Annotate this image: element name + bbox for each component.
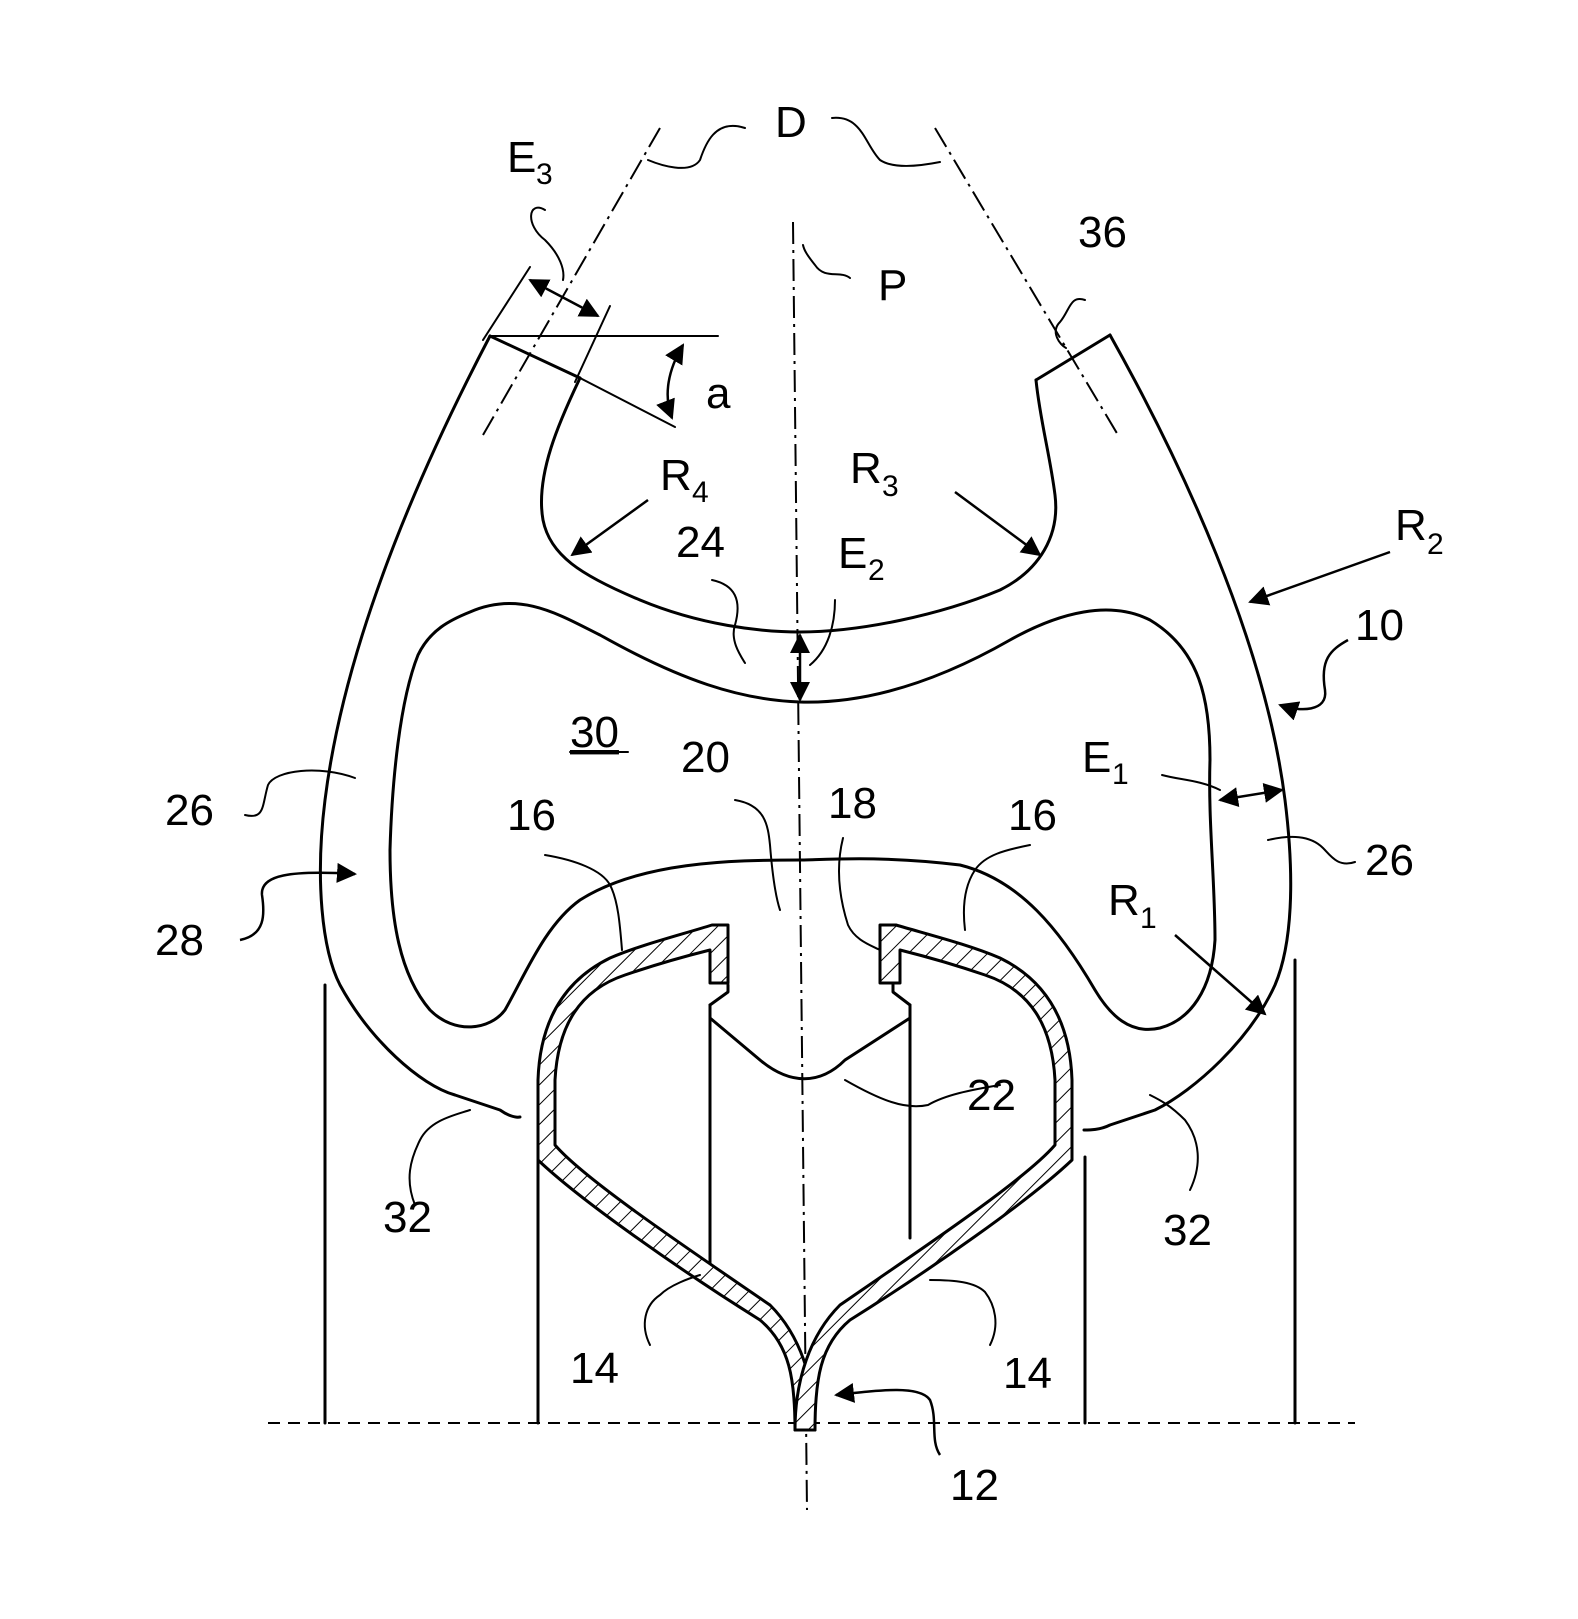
r4-arrow (572, 500, 648, 555)
label-36: 36 (1078, 208, 1127, 257)
a-arrow (668, 345, 683, 418)
label-18: 18 (828, 779, 877, 828)
label-p: P (878, 261, 907, 310)
label-32-right: 32 (1163, 1206, 1212, 1255)
label-14-right: 14 (1003, 1349, 1052, 1398)
label-r1: R (1108, 876, 1140, 925)
label-r1-sub: 1 (1140, 902, 1157, 935)
label-r3-sub: 3 (882, 470, 899, 503)
label-32-left: 32 (383, 1193, 432, 1242)
tyre-body (320, 335, 1290, 1130)
label-e3: E (507, 133, 536, 182)
draft-line-right (935, 128, 1118, 435)
label-10: 10 (1355, 601, 1404, 650)
central-block (710, 985, 910, 1079)
label-r2-sub: 2 (1427, 528, 1444, 561)
arrow-28 (240, 873, 355, 940)
label-r4-sub: 4 (692, 476, 709, 509)
label-20: 20 (681, 733, 730, 782)
top-cut-left (490, 336, 580, 378)
r3-arrow (955, 492, 1040, 555)
e1-arrow (1220, 790, 1282, 800)
construction-lines (268, 128, 1355, 1510)
arrow-10 (1280, 640, 1348, 709)
outer-crown-profile-left (320, 336, 520, 1117)
label-30: 30 (570, 708, 619, 757)
label-28: 28 (155, 916, 204, 965)
label-12: 12 (950, 1461, 999, 1510)
label-e3-sub: 3 (536, 158, 553, 191)
labels: D E 3 P 36 a R 4 R 3 R 2 24 E 2 10 30 20… (155, 98, 1444, 1510)
label-26-left: 26 (165, 786, 214, 835)
e3-arrow (530, 280, 598, 316)
leader-lines (245, 118, 1355, 1345)
label-e1-sub: 1 (1112, 758, 1129, 791)
label-r4: R (660, 451, 692, 500)
plane-axis-p (793, 222, 807, 1510)
label-16-left: 16 (507, 791, 556, 840)
top-cut-right (1036, 335, 1110, 380)
label-e2: E (838, 529, 867, 578)
r2-arrow (1250, 552, 1390, 602)
label-14-left: 14 (570, 1344, 619, 1393)
label-24: 24 (676, 518, 725, 567)
label-26-right: 26 (1365, 836, 1414, 885)
label-a: a (706, 369, 731, 418)
label-e1: E (1082, 733, 1111, 782)
r1-arrow (1175, 935, 1265, 1014)
label-e2-sub: 2 (868, 554, 885, 587)
label-r3: R (850, 444, 882, 493)
upper-cavity (541, 378, 1055, 632)
central-block-outline (710, 985, 910, 1079)
label-16-right: 16 (1008, 791, 1057, 840)
label-d: D (775, 98, 807, 147)
label-22: 22 (967, 1071, 1016, 1120)
label-r2: R (1395, 501, 1427, 550)
